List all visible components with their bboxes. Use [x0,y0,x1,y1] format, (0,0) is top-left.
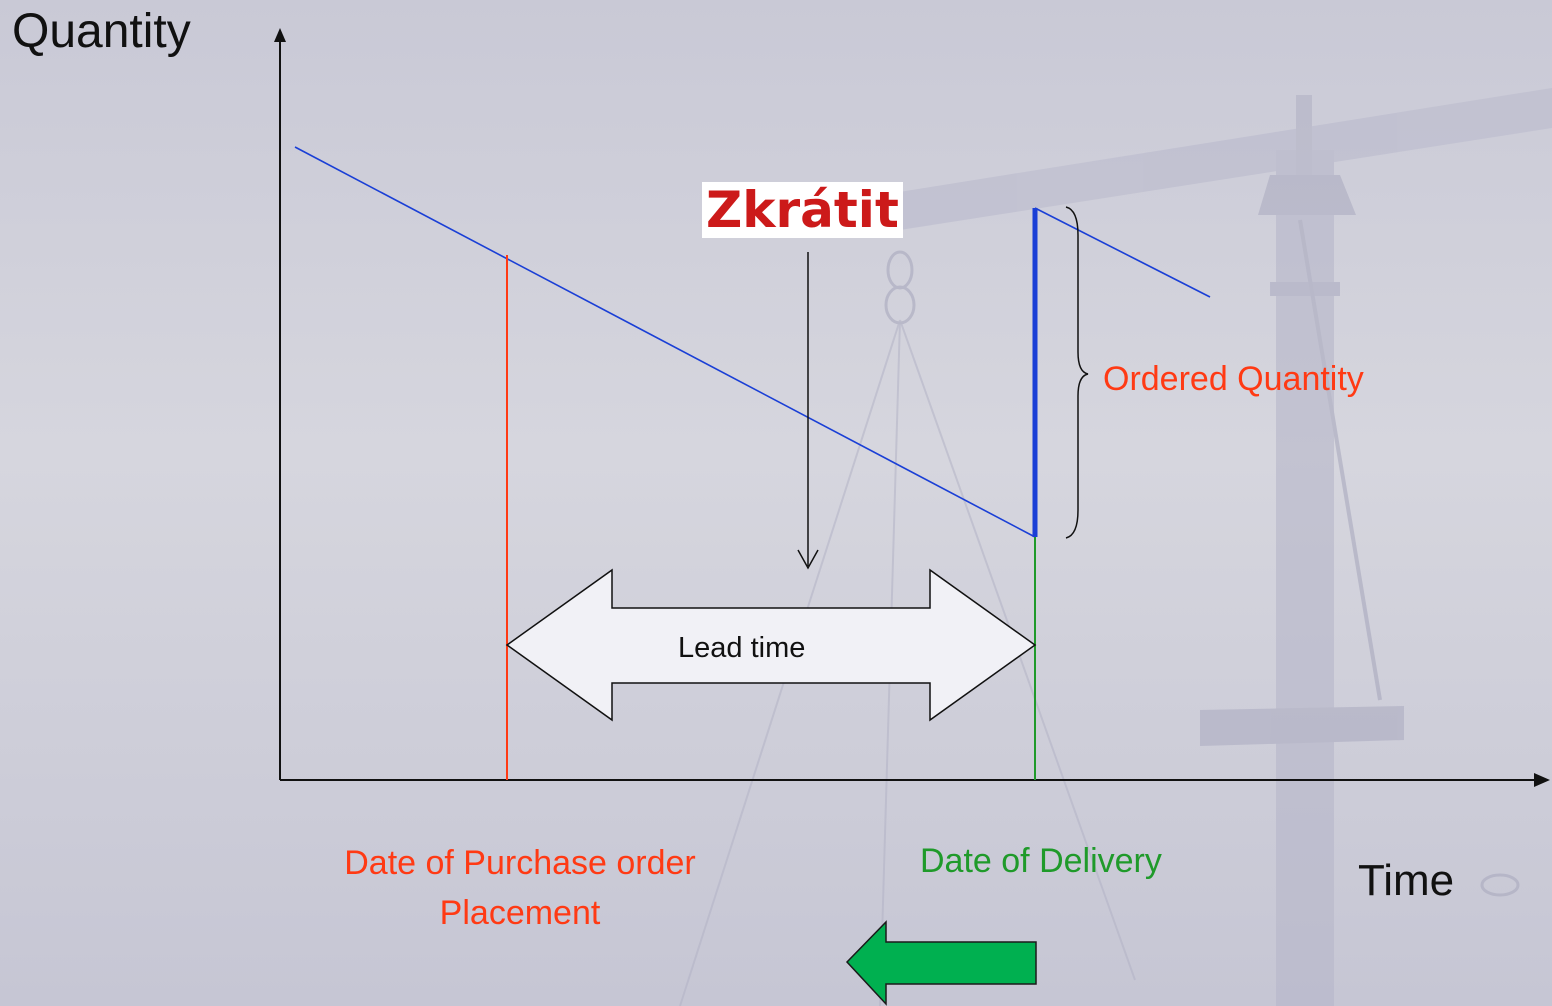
x-axis-arrowhead [1534,773,1550,787]
ordered-quantity-label: Ordered Quantity [1103,360,1364,398]
po-date-label: Date of Purchase order Placement [344,844,696,932]
ordered-quantity-brace [1065,206,1089,539]
green-left-arrow [845,920,1037,1006]
balance-scale-background [679,88,1552,1006]
x-axis-label: Time [1358,856,1455,905]
y-axis-label: Quantity [12,5,191,58]
inventory-after-delivery-line [1034,207,1211,298]
y-axis-arrowhead [274,28,286,42]
delivery-date-label: Date of Delivery [920,842,1162,880]
shorten-label: Zkrátit [702,182,903,238]
lead-time-double-arrow [505,568,1037,722]
shorten-pointer-head [797,549,819,570]
lead-time-label: Lead time [678,632,806,664]
inventory-depletion-line [294,146,1036,538]
